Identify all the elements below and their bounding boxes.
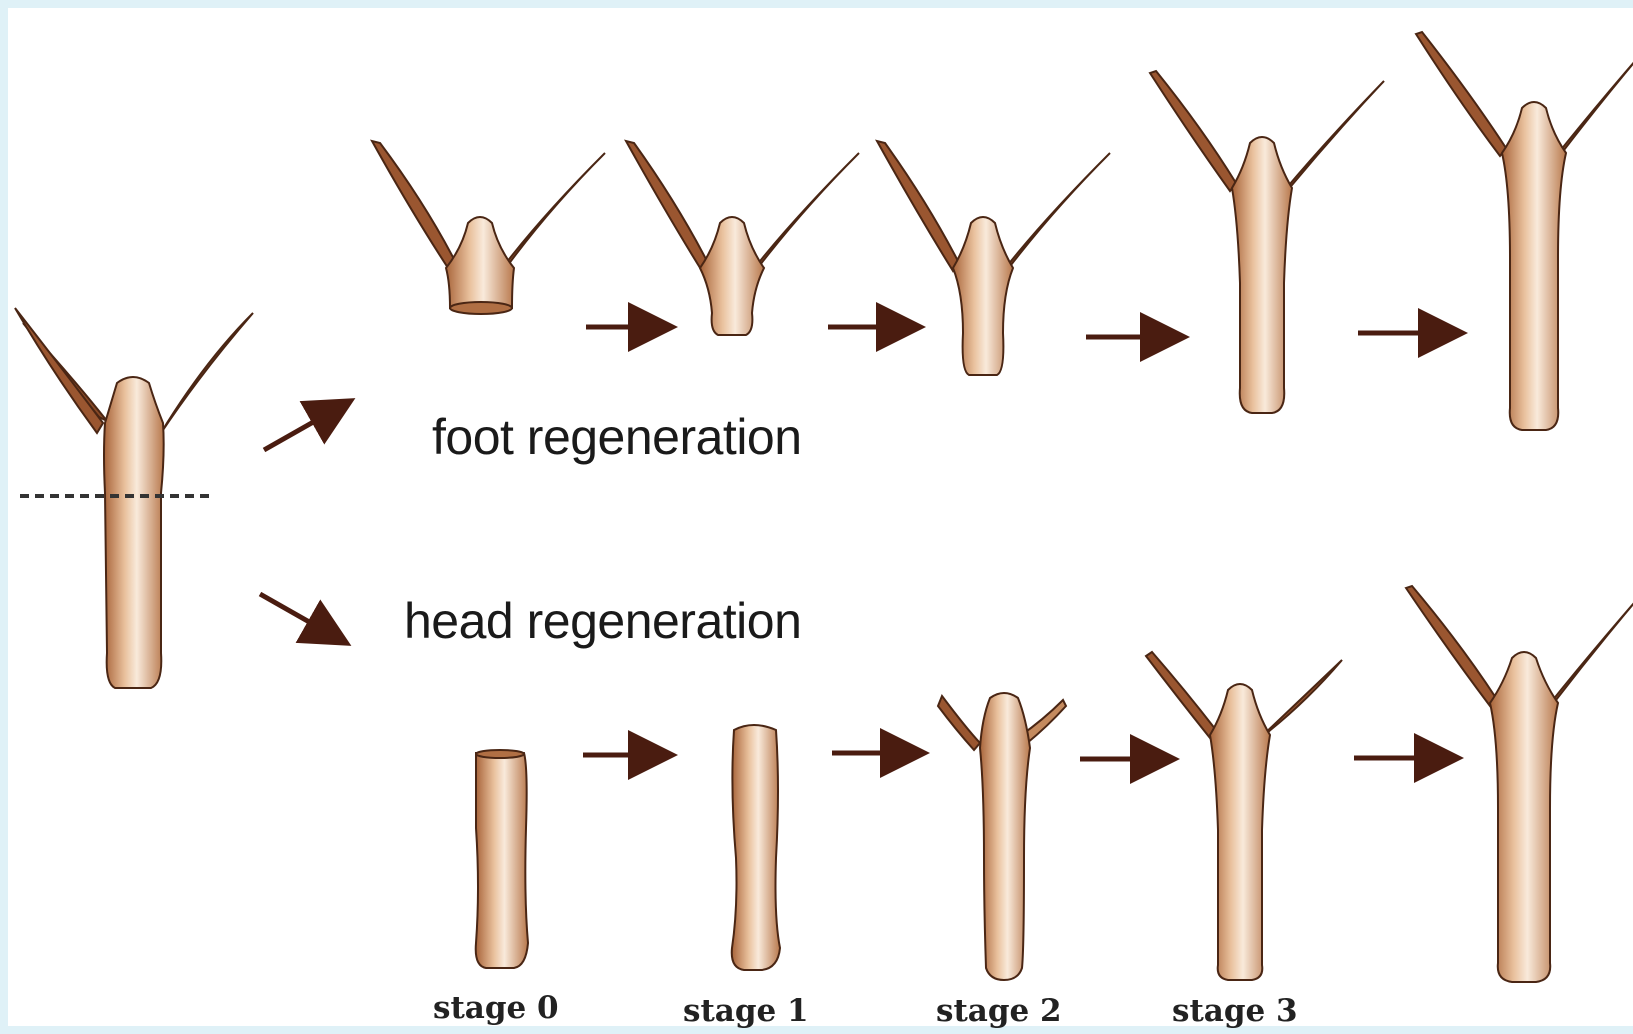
regeneration-diagram xyxy=(8,8,1633,1034)
head-stage-3 xyxy=(1146,652,1342,980)
stage-1-label: stage 1 xyxy=(683,993,809,1029)
head-stage-1 xyxy=(732,725,780,970)
arrow-to-foot xyxy=(264,408,338,450)
foot-stage-1 xyxy=(626,141,859,335)
foot-regeneration-label: foot regeneration xyxy=(432,408,802,466)
foot-stage-0 xyxy=(372,141,605,314)
arrow-to-head xyxy=(260,594,334,636)
stage-3-label: stage 3 xyxy=(1172,993,1298,1029)
foot-stage-3 xyxy=(1150,71,1384,413)
stage-2-label: stage 2 xyxy=(936,993,1062,1029)
stage-0-label: stage 0 xyxy=(433,990,559,1026)
head-stage-0 xyxy=(476,750,528,968)
head-regeneration-label: head regeneration xyxy=(404,592,801,650)
head-stage-2 xyxy=(938,693,1066,980)
foot-stage-4 xyxy=(1416,32,1633,430)
foot-stage-2 xyxy=(877,141,1110,375)
figure-panel: foot regeneration head regeneration stag… xyxy=(8,8,1633,1026)
head-stage-4 xyxy=(1406,586,1633,982)
